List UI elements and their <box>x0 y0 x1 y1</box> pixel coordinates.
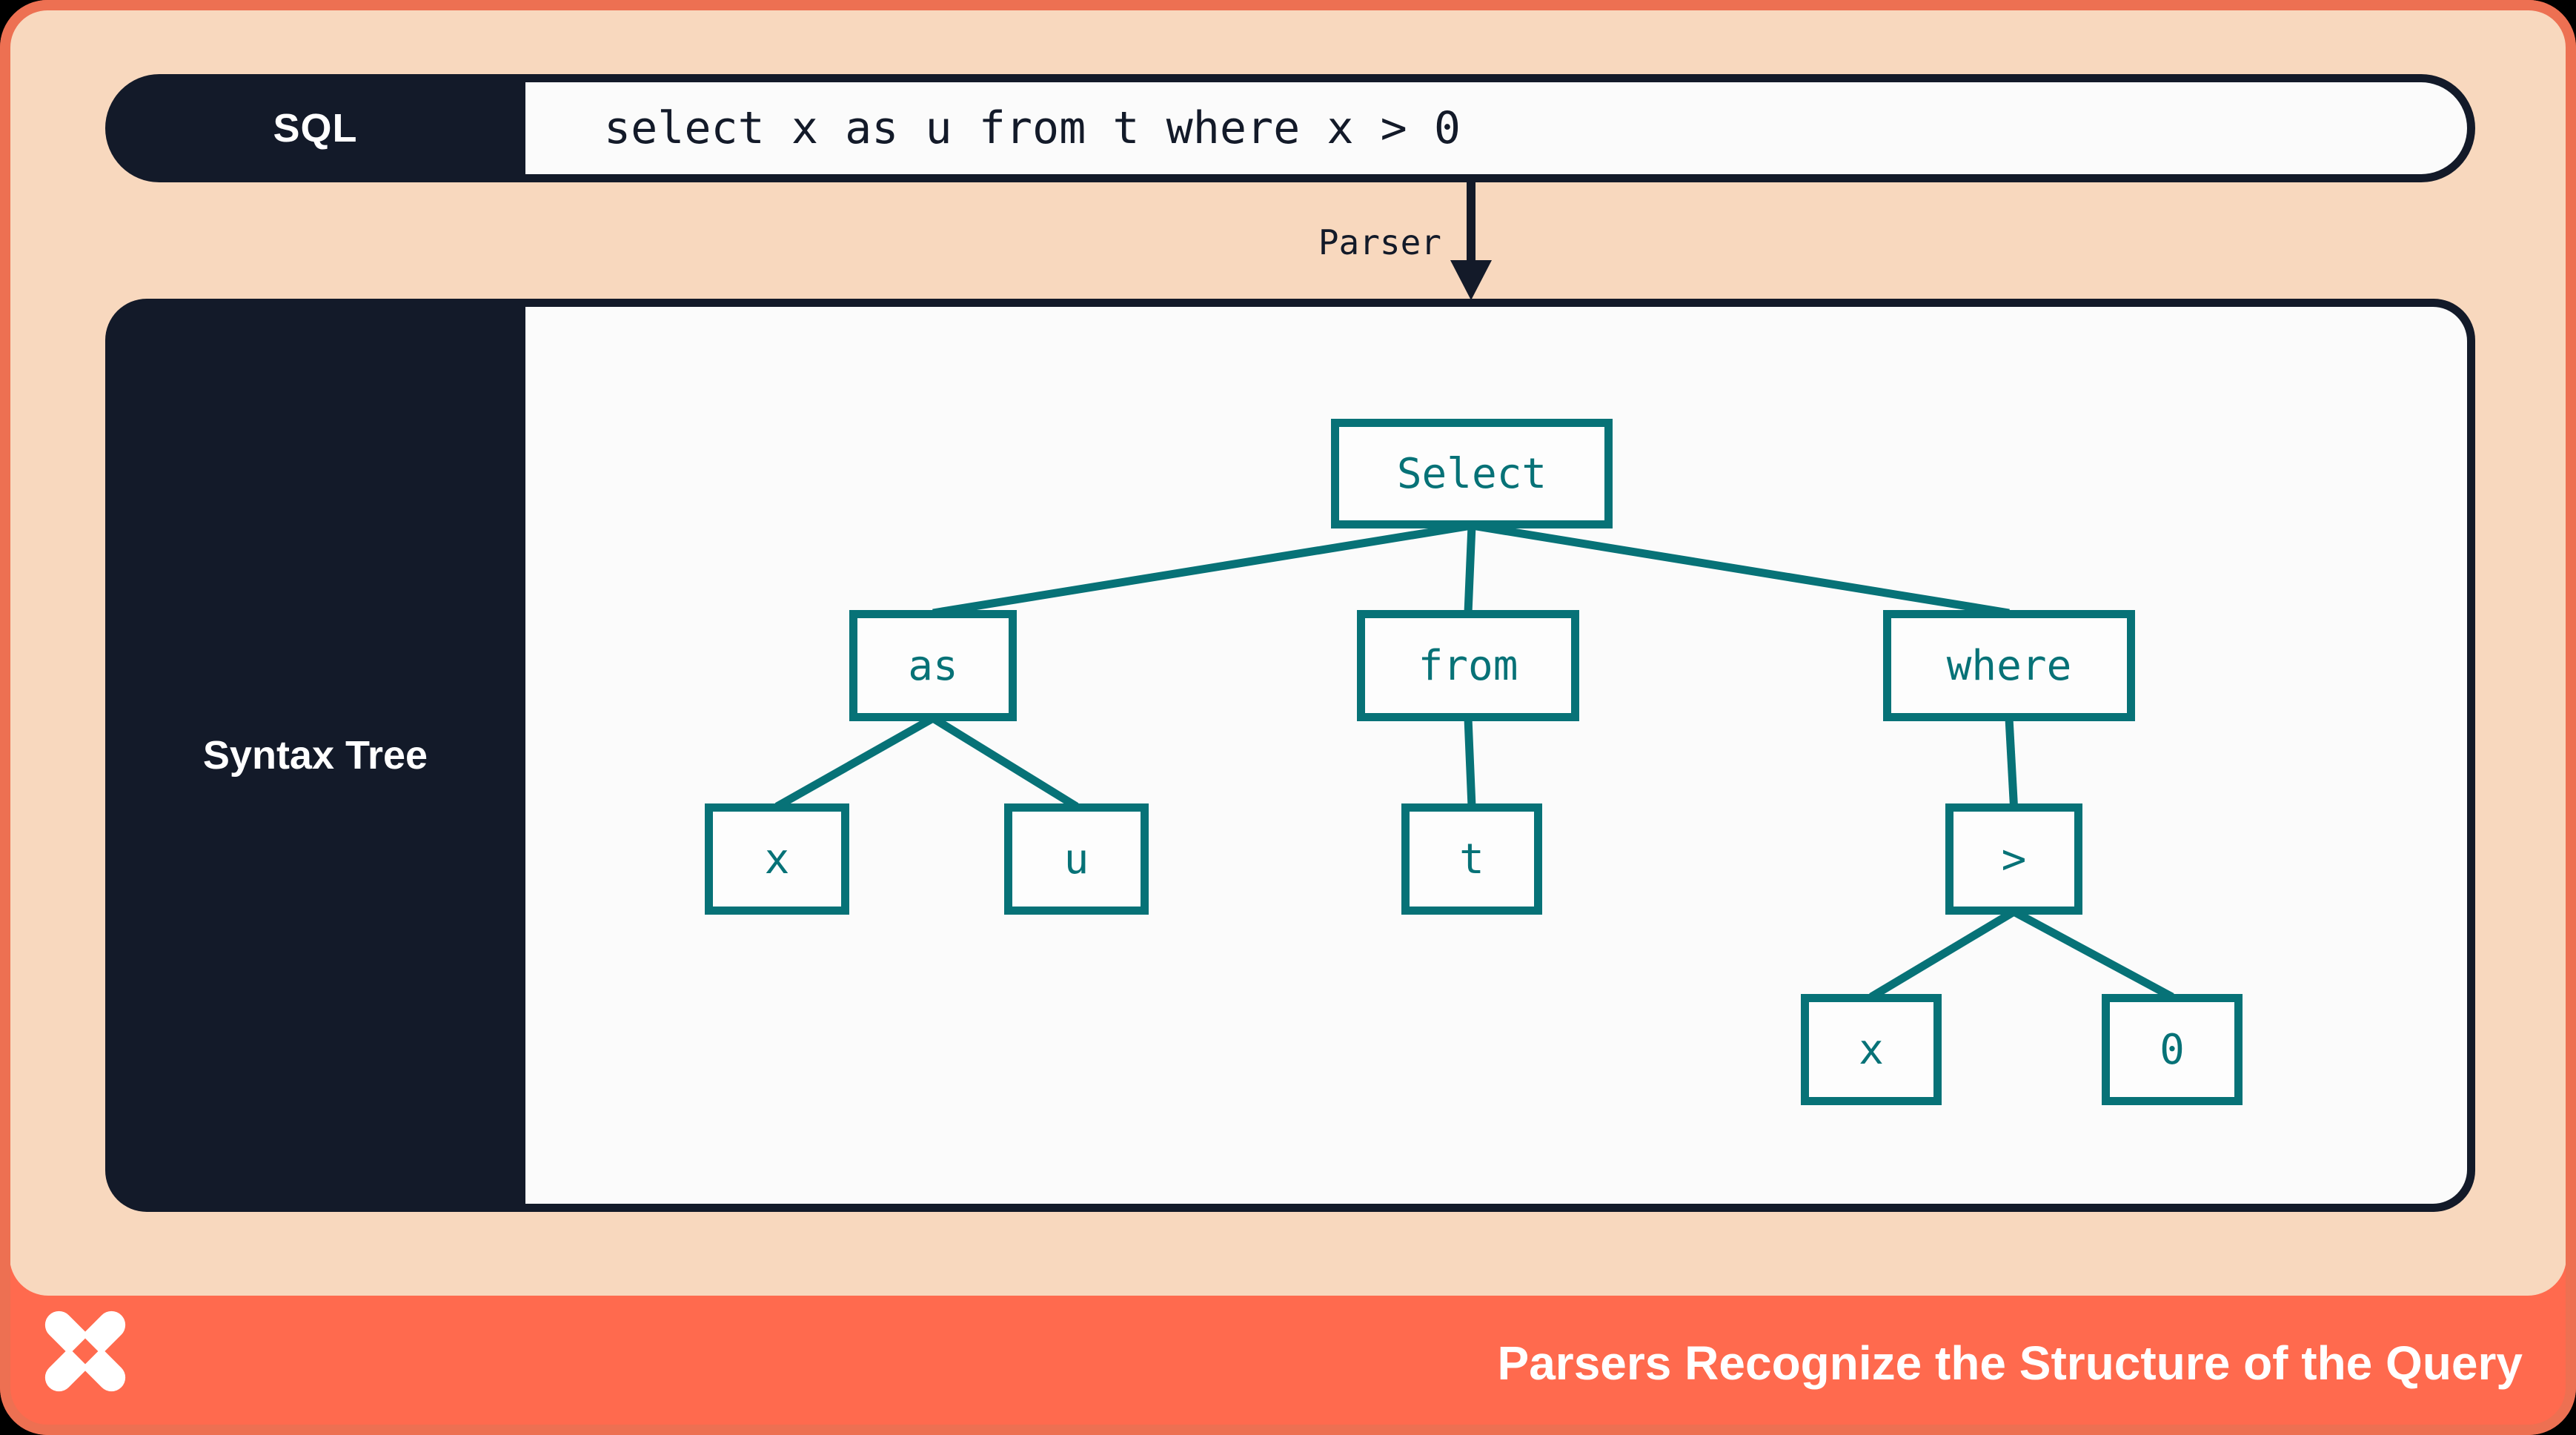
tree-edge-as-u <box>931 715 1079 810</box>
tree-edge-from-t <box>1464 718 1476 807</box>
slide-title: Parsers Recognize the Structure of the Q… <box>1497 1336 2523 1391</box>
tree-node-u: u <box>1004 803 1149 915</box>
tree-node-t: t <box>1401 803 1542 915</box>
tree-edge-select-as <box>932 521 1473 617</box>
tree-edges <box>774 521 2174 1001</box>
down-arrow-icon <box>1467 182 1475 265</box>
dolt-pinwheel-logo-icon <box>44 1310 126 1392</box>
tree-edge-select-where <box>1471 521 2010 617</box>
tree-node-where: where <box>1883 610 2135 721</box>
tree-edge-gt-zero <box>2011 908 2174 1001</box>
tree-node-gt: > <box>1945 803 2082 915</box>
sql-query-pill: SQL select x as u from t where x > 0 <box>105 74 2475 182</box>
tree-edge-select-from <box>1464 525 1476 614</box>
footer-band: Parsers Recognize the Structure of the Q… <box>0 1296 2576 1435</box>
tree-edge-where-gt <box>2005 718 2018 807</box>
tree-node-from: from <box>1357 610 1579 721</box>
tree-node-zero: 0 <box>2102 994 2243 1105</box>
tree-node-x2: x <box>1801 994 1942 1105</box>
parser-label: Parser <box>1318 222 1441 262</box>
sql-pill-label: SQL <box>273 106 358 150</box>
tree-edge-as-x1 <box>774 715 935 810</box>
tree-node-as: as <box>849 610 1017 721</box>
tree-node-x1: x <box>705 803 849 915</box>
tree-node-select: Select <box>1331 419 1613 528</box>
down-arrow-head-icon <box>1450 260 1492 300</box>
syntax-tree-label: Syntax Tree <box>202 733 428 778</box>
sql-query-text: select x as u from t where x > 0 <box>525 82 2467 174</box>
tree-edge-gt-x2 <box>1869 908 2016 1001</box>
